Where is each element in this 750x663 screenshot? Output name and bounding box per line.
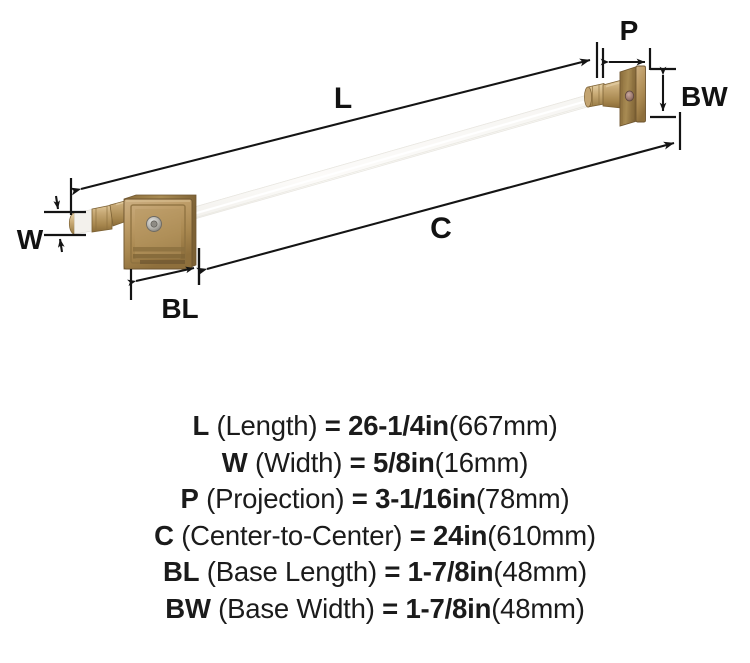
dimension-L: L bbox=[69, 42, 599, 215]
spec-equals-base-length: = bbox=[384, 556, 401, 587]
spec-imperial-projection: 3-1/16in bbox=[375, 483, 476, 514]
spec-equals-width: = bbox=[349, 446, 366, 478]
spec-abbr-center-to-center: C bbox=[154, 519, 174, 551]
dimension-L-label: L bbox=[334, 82, 352, 115]
right-mounting-bracket bbox=[584, 65, 646, 127]
dimension-P: P bbox=[600, 15, 652, 78]
left-base-plate bbox=[123, 194, 197, 270]
left-mounting-bracket bbox=[68, 194, 197, 270]
product-illustration bbox=[68, 65, 646, 270]
spec-imperial-length: 26-1/4in bbox=[348, 410, 449, 441]
dimension-BW-label: BW bbox=[681, 81, 728, 112]
right-base-plate bbox=[619, 65, 646, 127]
spec-metric-projection: (78mm) bbox=[475, 483, 570, 514]
spec-equals-base-width: = bbox=[382, 592, 398, 624]
dimension-C-label: C bbox=[430, 212, 452, 245]
diagram-canvas: L C W P bbox=[17, 15, 728, 324]
dimension-BW: BW bbox=[650, 66, 728, 119]
spec-equals-center-to-center: = bbox=[409, 519, 426, 551]
spec-imperial-base-length: 1-7/8in bbox=[407, 556, 494, 587]
spec-row-projection: P (Projection) = 3-1/16in(78mm) bbox=[0, 481, 750, 518]
spec-abbr-base-width: BW bbox=[165, 592, 211, 624]
spec-abbr-projection: P bbox=[180, 483, 199, 514]
spec-metric-base-length: (48mm) bbox=[493, 556, 587, 587]
spec-abbr-length: L bbox=[192, 410, 210, 441]
spec-row-base-length: BL (Base Length) = 1-7/8in(48mm) bbox=[0, 554, 750, 591]
spec-name-width: (Width) bbox=[247, 446, 350, 478]
left-bar-end-cap bbox=[68, 209, 93, 235]
product-dimension-diagram: L C W P bbox=[17, 15, 728, 324]
dimension-L-line bbox=[70, 58, 591, 196]
spec-row-center-to-center: C (Center-to-Center) = 24in(610mm) bbox=[0, 518, 750, 555]
towel-bar-rod bbox=[126, 91, 614, 239]
right-bar-end-cap bbox=[584, 83, 605, 108]
spec-equals-projection: = bbox=[351, 483, 368, 514]
spec-metric-width: (16mm) bbox=[434, 446, 529, 478]
specification-list: L (Length) = 26-1/4in(667mm) W (Width) =… bbox=[0, 408, 750, 627]
spec-name-center-to-center: (Center-to-Center) bbox=[173, 519, 410, 551]
spec-name-length: (Length) bbox=[209, 410, 325, 441]
spec-abbr-width: W bbox=[221, 446, 248, 478]
dimension-C: C bbox=[196, 112, 682, 285]
spec-row-base-width: BW (Base Width) = 1-7/8in(48mm) bbox=[0, 591, 750, 628]
dimension-C-line bbox=[196, 141, 675, 276]
spec-imperial-base-width: 1-7/8in bbox=[405, 592, 492, 624]
dimension-BL: BL bbox=[127, 248, 201, 324]
spec-name-base-length: (Base Length) bbox=[199, 556, 385, 587]
dimension-W-arrow-bottom bbox=[57, 238, 65, 253]
spec-imperial-center-to-center: 24in bbox=[433, 519, 488, 551]
dimension-W: W bbox=[17, 195, 86, 255]
spec-abbr-base-length: BL bbox=[163, 556, 200, 587]
dimension-W-label: W bbox=[17, 224, 44, 255]
dimension-W-arrow-top bbox=[53, 195, 61, 210]
spec-imperial-width: 5/8in bbox=[372, 446, 435, 478]
spec-metric-base-width: (48mm) bbox=[491, 592, 585, 624]
dimension-BL-line bbox=[127, 266, 195, 287]
spec-metric-length: (667mm) bbox=[448, 410, 558, 441]
spec-name-base-width: (Base Width) bbox=[210, 592, 383, 624]
spec-equals-length: = bbox=[324, 410, 341, 441]
right-set-screw bbox=[624, 90, 635, 102]
spec-metric-center-to-center: (610mm) bbox=[487, 519, 596, 551]
spec-row-length: L (Length) = 26-1/4in(667mm) bbox=[0, 408, 750, 445]
dimension-P-label: P bbox=[620, 15, 639, 46]
spec-name-projection: (Projection) bbox=[198, 483, 352, 514]
spec-row-width: W (Width) = 5/8in(16mm) bbox=[0, 445, 750, 482]
dimension-BL-label: BL bbox=[161, 293, 198, 324]
